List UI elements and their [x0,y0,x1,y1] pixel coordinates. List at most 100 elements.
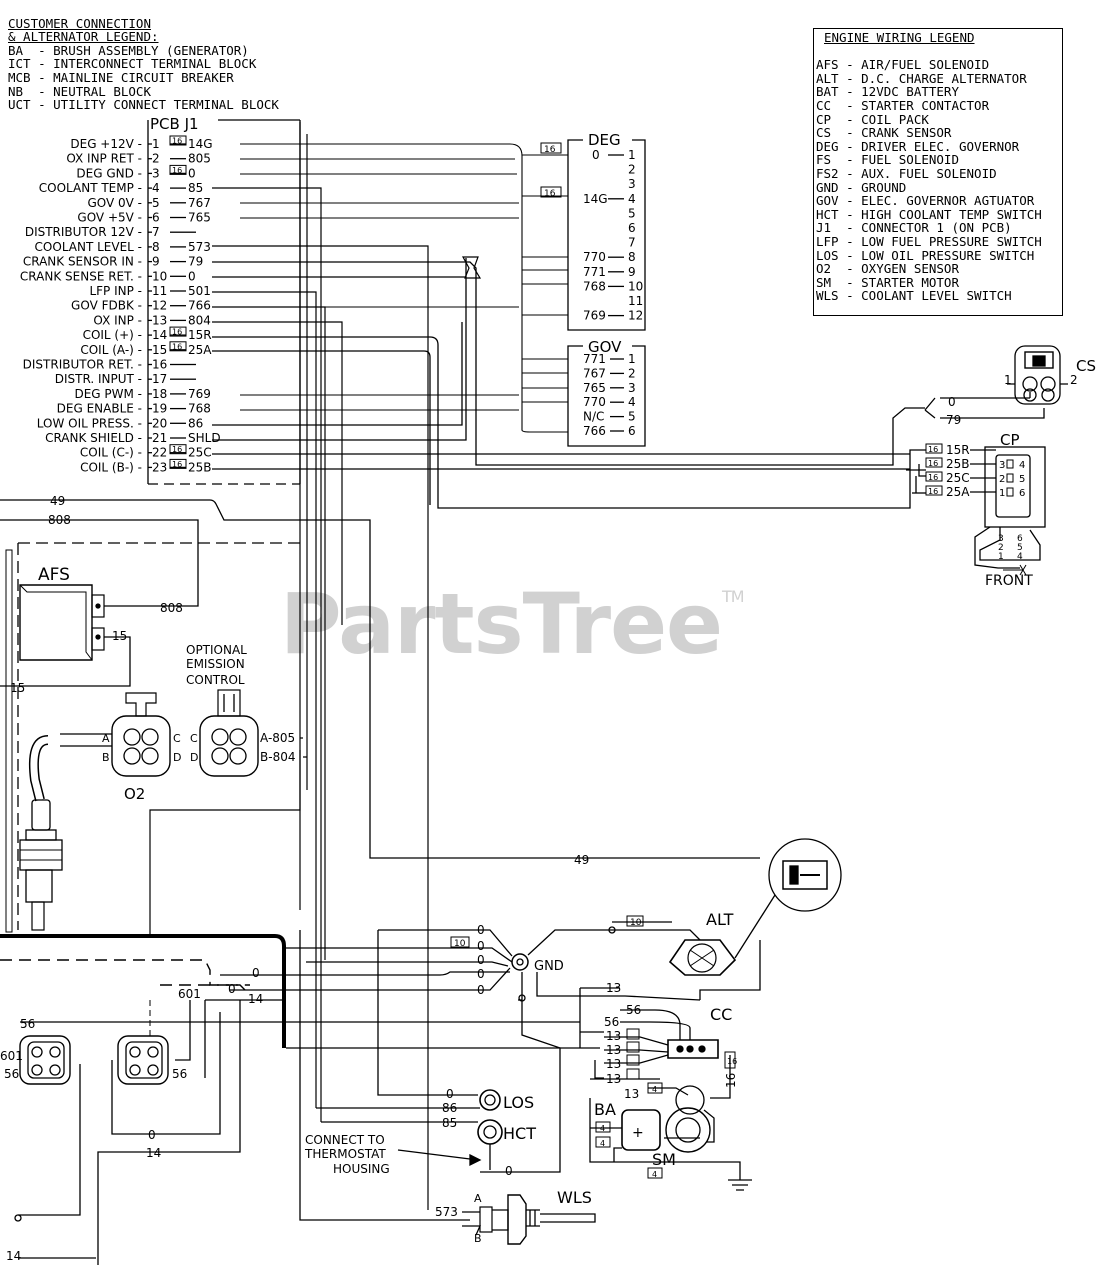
svg-text:16: 16 [724,1073,738,1088]
pcb-tag-box [169,164,187,175]
svg-text:56: 56 [604,1015,619,1029]
svg-text:HOUSING: HOUSING [333,1162,390,1176]
partstree-watermark: PartsTreeTM [280,575,745,673]
pcb-wire-label: 767 [188,196,211,210]
svg-text:CONTROL: CONTROL [186,673,245,687]
cp-tag-box [925,485,943,496]
svg-text:56: 56 [4,1067,19,1081]
pcb-pin-number: 19 [152,402,167,416]
cp-bottom-pin: 3 [998,534,1004,544]
cp-title: CP [1000,431,1020,449]
svg-text:A: A [102,732,110,745]
gov-pin-number: 6 [628,424,636,438]
pcb-tag-label: 16 [172,445,182,454]
svg-text:OPTIONAL: OPTIONAL [186,643,247,657]
svg-text:B: B [102,751,110,764]
optional-emission-control: OPTIONAL EMISSION CONTROL C D A-805 B-80… [186,643,307,777]
cp-tag-label: 16 [928,445,938,454]
engine-wiring-legend: ENGINE WIRING LEGEND AFS - AIR/FUEL SOLE… [813,28,1063,316]
svg-text:15: 15 [112,629,127,643]
left-wires: 49 808 15 49 [0,494,760,867]
cp-tag-label: 16 [928,487,938,496]
pcb-pin-label: OX INP - [93,313,142,327]
gov-wire-label: 770 [583,395,606,409]
pcb-pin-number: 12 [152,299,167,313]
pcb-wire-label: 79 [188,255,203,269]
ground-point: GND 10 0 0 0 0 0 10 [377,915,701,1096]
gov-pin-number: 3 [628,381,636,395]
svg-text:C: C [173,732,181,745]
cp-tag-box [925,443,943,454]
pcb-tag-label: 16 [172,328,182,337]
svg-text:808: 808 [160,601,183,615]
pcb-wire-label: 0 [188,166,196,180]
svg-text:16: 16 [727,1057,737,1066]
svg-text:0: 0 [505,1164,513,1178]
svg-text:0: 0 [446,1087,454,1101]
svg-text:0: 0 [477,939,485,953]
pcb-pin-number: 2 [152,152,160,166]
svg-text:14: 14 [6,1249,21,1263]
gnd-title: GND [534,959,564,974]
deg-wire-label: 14G [583,192,608,206]
engine-legend-title: ENGINE WIRING LEGEND [824,30,975,45]
deg-pin-number: 10 [628,279,643,293]
deg-pin-number: 6 [628,221,636,235]
svg-text:16: 16 [544,145,556,155]
pcb-wire-label: 0 [188,269,196,283]
pcb-wire-label: 501 [188,284,211,298]
pcb-tag-box [169,326,187,337]
cp-wire-label: 25B [946,457,970,471]
pcb-wire-label: 85 [188,181,203,195]
los-title: LOS [503,1093,534,1112]
brush-assembly: BA + 13 4 4 4 4 [589,1082,752,1191]
alt-title: ALT [706,910,734,929]
cp-pin-label: 3 [999,460,1005,471]
lower-harness: 0 0 601 14 56 0 14 14 [0,930,580,1265]
crank-sensor: CS 1 2 0 79 [924,345,1096,427]
pcb-pin-number: 4 [152,181,160,195]
svg-text:49: 49 [574,853,589,867]
svg-text:0: 0 [948,395,956,409]
svg-text:16: 16 [544,189,556,199]
engine-legend-item: CS - CRANK SENSOR [816,125,952,141]
cp-tag-label: 16 [928,459,938,468]
gov-pin-number: 1 [628,352,636,366]
svg-text:13: 13 [606,981,621,995]
pcb-wire-label: SHLD [188,431,221,445]
pcb-pin-number: 13 [152,313,167,327]
svg-text:15: 15 [10,681,25,695]
svg-text:0: 0 [477,967,485,981]
svg-text:13: 13 [606,1043,621,1057]
pcb-wire-label: 805 [188,152,211,166]
svg-text:D: D [173,751,181,764]
deg-pin-number: 1 [628,148,636,162]
engine-legend-item: LOS - LOW OIL PRESSURE SWITCH [816,247,1035,263]
pcb-pin-number: 16 [152,358,167,372]
cp-tag-box [925,471,943,482]
pcb-wire-label: 25A [188,343,212,357]
engine-legend-item: ALT - D.C. CHARGE ALTERNATOR [816,70,1027,86]
pcb-pin-label: COOLANT TEMP - [39,181,142,195]
svg-text:C: C [190,732,198,745]
svg-text:4: 4 [652,1085,657,1094]
pcb-pin-number: 9 [152,255,160,269]
pcb-pin-number: 1 [152,137,160,151]
svg-text:573: 573 [435,1205,458,1219]
svg-text:0: 0 [477,953,485,967]
cp-front-label: FRONT [985,573,1033,589]
